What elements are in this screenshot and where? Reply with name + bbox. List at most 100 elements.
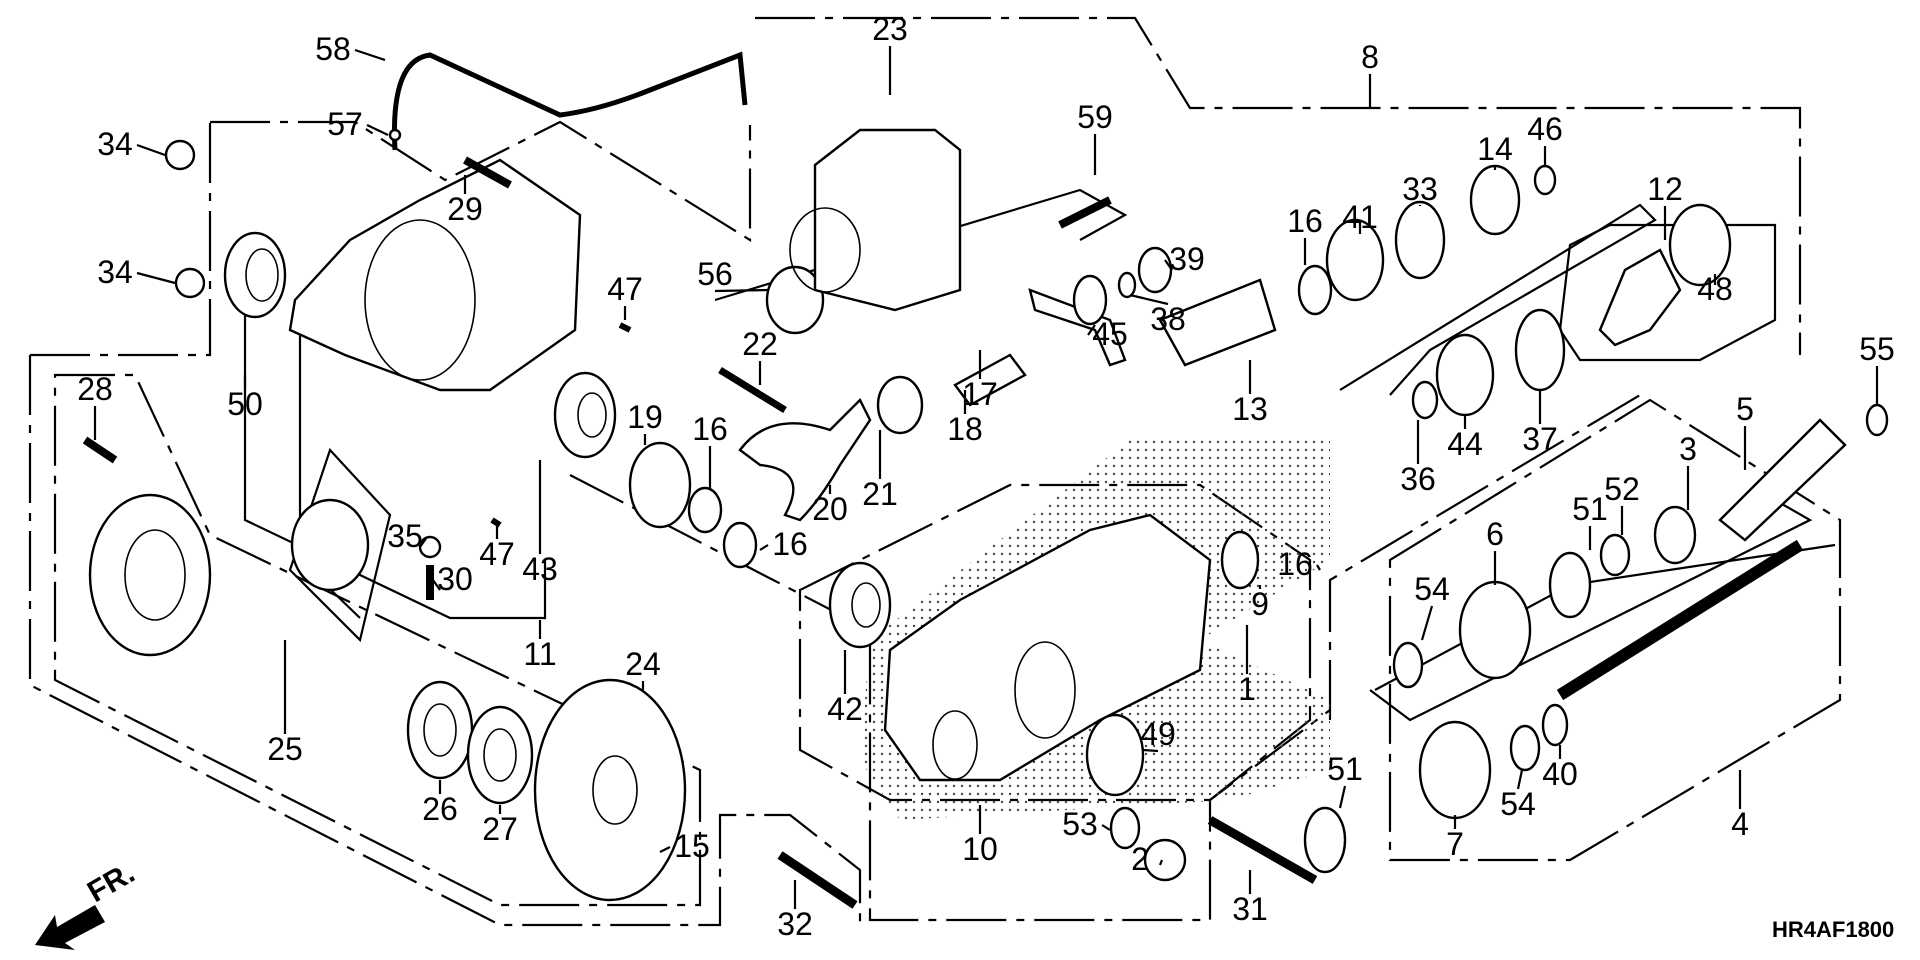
nut-34-b bbox=[174, 267, 206, 299]
bolt-59 bbox=[1058, 196, 1112, 229]
callout-number: 38 bbox=[1150, 301, 1186, 337]
case-bore-center bbox=[1014, 641, 1076, 739]
callout-number: 52 bbox=[1604, 471, 1640, 507]
bearing-9 bbox=[1220, 530, 1260, 590]
callout-number: 16 bbox=[772, 526, 808, 562]
callout-number: 46 bbox=[1527, 111, 1563, 147]
callout-18: 18 bbox=[947, 390, 983, 447]
callout-14: 14 bbox=[1477, 131, 1513, 170]
callout-16: 16 bbox=[1277, 546, 1321, 582]
callout-2: 2 bbox=[1131, 841, 1164, 877]
callout-48: 48 bbox=[1697, 271, 1733, 307]
callout-16: 16 bbox=[759, 526, 808, 562]
callout-number: 24 bbox=[625, 646, 661, 682]
box-25 bbox=[288, 447, 392, 643]
callout-49: 49 bbox=[1140, 716, 1176, 753]
callout-23: 23 bbox=[872, 11, 908, 95]
washer-35 bbox=[418, 535, 442, 559]
bearing-44 bbox=[1435, 333, 1495, 417]
callout-22: 22 bbox=[742, 326, 778, 385]
callout-number: 27 bbox=[482, 811, 518, 847]
seal-16-a bbox=[687, 486, 723, 534]
ring-53 bbox=[1109, 806, 1141, 850]
callout-number: 2 bbox=[1131, 841, 1149, 877]
callout-46: 46 bbox=[1527, 111, 1563, 165]
case-bore-left bbox=[932, 710, 978, 780]
callout-number: 53 bbox=[1062, 806, 1098, 842]
callout-number: 43 bbox=[522, 551, 558, 587]
callout-19: 19 bbox=[627, 399, 663, 445]
bearing-43 bbox=[553, 371, 617, 459]
callout-number: 42 bbox=[827, 691, 863, 727]
callout-number: 50 bbox=[227, 386, 263, 422]
callout-leader-line bbox=[759, 544, 769, 551]
callout-number: 34 bbox=[97, 254, 133, 290]
shift-fork-17 bbox=[1028, 288, 1127, 367]
callout-number: 23 bbox=[872, 11, 908, 47]
pin-22 bbox=[718, 367, 787, 413]
callout-number: 35 bbox=[387, 518, 423, 554]
bolt-31 bbox=[1207, 816, 1318, 884]
callout-number: 36 bbox=[1400, 461, 1436, 497]
callout-36: 36 bbox=[1400, 420, 1436, 497]
callout-number: 19 bbox=[627, 399, 663, 435]
callout-number: 31 bbox=[1232, 891, 1268, 927]
callout-30: 30 bbox=[432, 561, 473, 597]
callout-number: 54 bbox=[1414, 571, 1450, 607]
boot-7 bbox=[1418, 720, 1492, 820]
callout-number: 29 bbox=[447, 191, 483, 227]
callout-leader-line bbox=[1101, 824, 1111, 831]
final-gear-case bbox=[883, 513, 1212, 782]
callout-number: 47 bbox=[479, 536, 515, 572]
spider-gears bbox=[290, 498, 370, 592]
callout-55: 55 bbox=[1859, 331, 1895, 405]
boot-6 bbox=[1458, 580, 1532, 680]
callout-58: 58 bbox=[315, 31, 386, 67]
callout-number: 55 bbox=[1859, 331, 1895, 367]
ring-55 bbox=[1865, 403, 1889, 437]
callout-number: 7 bbox=[1446, 826, 1464, 862]
bearing-45 bbox=[1072, 274, 1108, 326]
boundary-4-shaft bbox=[1369, 499, 1813, 722]
ring-54-b bbox=[1509, 724, 1541, 772]
callout-number: 4 bbox=[1731, 806, 1749, 842]
seal-16-b bbox=[722, 521, 758, 569]
shaft-4 bbox=[1556, 539, 1804, 701]
callout-16: 16 bbox=[692, 411, 728, 490]
ring-gear bbox=[533, 678, 687, 902]
callout-50: 50 bbox=[227, 315, 263, 422]
callout-leader-line bbox=[1087, 324, 1096, 336]
callout-number: 9 bbox=[1251, 586, 1269, 622]
callout-number: 25 bbox=[267, 731, 303, 767]
callout-leader-line bbox=[1158, 859, 1164, 866]
callout-leader-line bbox=[1516, 769, 1524, 790]
callout-39: 39 bbox=[1164, 241, 1205, 277]
callout-26: 26 bbox=[422, 780, 458, 827]
callout-number: 54 bbox=[1500, 786, 1536, 822]
callout-17: 17 bbox=[962, 350, 998, 412]
callout-40: 40 bbox=[1542, 745, 1578, 792]
ring-37 bbox=[1514, 308, 1566, 392]
washer-26-hole bbox=[423, 703, 457, 757]
ring-51-a bbox=[1548, 551, 1592, 619]
callout-9: 9 bbox=[1251, 585, 1269, 622]
callout-12: 12 bbox=[1647, 171, 1683, 240]
callout-8: 8 bbox=[1361, 39, 1379, 76]
bearing-42 bbox=[828, 561, 892, 649]
callout-25: 25 bbox=[267, 640, 303, 767]
bearing-42-inner bbox=[851, 582, 881, 628]
callout-number: 49 bbox=[1140, 716, 1176, 752]
ring-56 bbox=[765, 265, 825, 335]
callout-4: 4 bbox=[1731, 770, 1749, 842]
callout-number: 18 bbox=[947, 411, 983, 447]
collar-52 bbox=[1599, 533, 1631, 577]
callout-leader-line bbox=[714, 288, 769, 293]
boundary-differential-outer bbox=[28, 355, 862, 927]
callout-54: 54 bbox=[1500, 769, 1536, 822]
callout-leader-line bbox=[1420, 605, 1434, 641]
callout-number: 39 bbox=[1169, 241, 1205, 277]
callout-number: 15 bbox=[674, 828, 710, 864]
callout-number: 21 bbox=[862, 476, 898, 512]
